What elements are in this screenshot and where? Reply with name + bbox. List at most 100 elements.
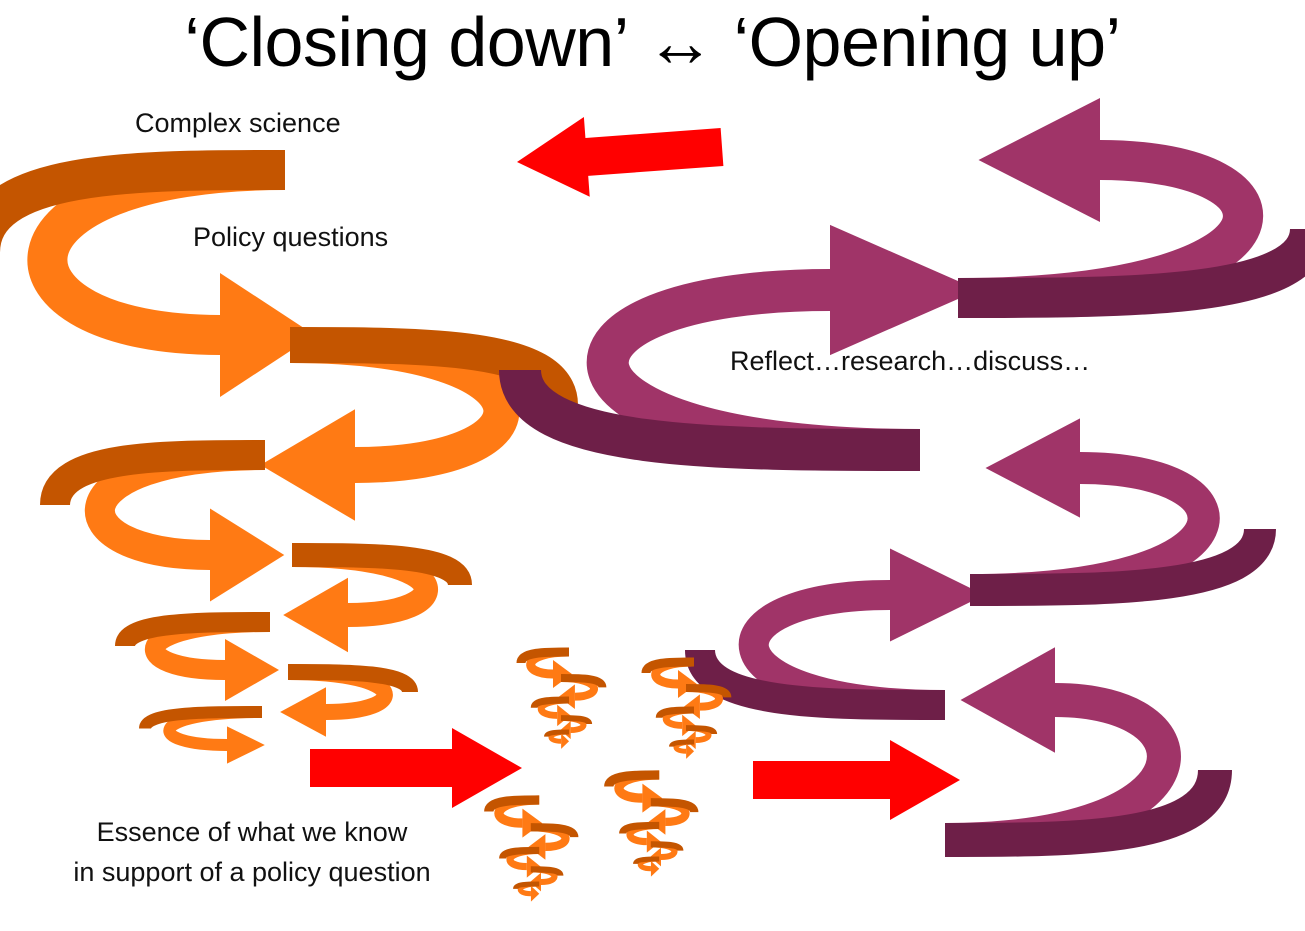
mini-spiral-loop-arrowhead (522, 808, 543, 838)
mini-spiral-loop-ribbon-back (530, 823, 579, 839)
purple-spiral-loop-arrowhead (960, 647, 1055, 753)
mini-spiral-loop-ribbon-back (669, 739, 695, 748)
mini-spiral-loop (530, 696, 571, 727)
mini-spiral-loop (604, 770, 663, 813)
mini-spiral-loop-arrowhead (530, 885, 540, 902)
mini-spiral-loop (633, 856, 660, 877)
mini-spiral-loop-arrowhead (686, 743, 695, 759)
mini-spiral (484, 795, 579, 902)
orange-spiral-loop-arrowhead (225, 639, 279, 701)
opening-up-spiral (499, 98, 1305, 857)
orange-spiral-loop-arrowhead (260, 409, 355, 521)
orange-spiral-loop (283, 543, 472, 653)
mini-spiral-loop-ribbon-back (530, 696, 570, 709)
purple-spiral-loop-ribbon-back (969, 527, 1276, 606)
bottom-right-arrow-shape (753, 740, 960, 820)
orange-spiral-loop-ribbon-back (289, 327, 578, 408)
policy-questions-label: Policy questions (193, 222, 389, 252)
orange-spiral-loop-ribbon-back (40, 440, 266, 507)
essence-label-line1: Essence of what we know (96, 817, 408, 847)
slide-title: ‘Closing down’ ↔ ‘Opening up’ (184, 3, 1121, 81)
mini-spiral-loop-ribbon-back (516, 647, 570, 665)
closing-down-spiral (0, 150, 578, 764)
mini-spiral-loop (544, 729, 570, 749)
mini-spiral-loop (528, 823, 579, 860)
orange-spiral-loop-ribbon-back (139, 706, 263, 731)
mini-spiral-loop-ribbon-back (619, 821, 660, 835)
orange-spiral-loop (0, 150, 315, 397)
mini-spiral-loop (683, 684, 732, 720)
multiple-small-spirals (484, 647, 732, 902)
mini-spiral-loop-ribbon-back (560, 715, 593, 725)
orange-spiral-loop (115, 612, 279, 701)
mini-spiral-loop-arrowhead (642, 783, 663, 813)
mini-spiral-loop-ribbon-back (499, 846, 540, 860)
top-left-arrow-shape (516, 116, 724, 197)
mini-spiral-loop (513, 881, 540, 902)
mini-spiral-loop-ribbon-back (650, 841, 684, 852)
orange-spiral-loop-arrowhead (227, 726, 265, 764)
purple-spiral-loop (685, 548, 985, 720)
orange-spiral-loop-arrowhead (210, 508, 285, 602)
purple-spiral-loop-arrowhead (890, 548, 985, 642)
purple-spiral-loop-ribbon-back (944, 768, 1232, 857)
orange-spiral-loop-ribbon-back (291, 543, 472, 588)
flow-arrows (310, 116, 960, 820)
mini-spiral (516, 647, 607, 749)
mini-spiral-loop (619, 821, 661, 853)
mini-spiral-loop-ribbon-back (633, 856, 660, 865)
reflect-research-discuss-label: Reflect…research…discuss… (730, 346, 1091, 376)
mini-spiral-loop-arrowhead (650, 860, 660, 877)
purple-spiral-loop-arrowhead (830, 224, 979, 356)
mini-spiral-loop (685, 725, 718, 750)
mini-spiral-loop-ribbon-back (641, 657, 695, 675)
mini-spiral-loop-ribbon-back (650, 798, 699, 814)
orange-spiral-loop-ribbon-back (287, 664, 418, 695)
mini-spiral-loop (499, 846, 541, 878)
mini-spiral-loop (669, 739, 695, 759)
orange-spiral-loop-ribbon-back (0, 150, 286, 254)
mini-spiral (604, 770, 699, 877)
essence-label-line2: in support of a policy question (73, 857, 431, 887)
bottom-middle-arrow-shape (310, 728, 522, 808)
mini-spiral-loop-arrowhead (678, 670, 697, 698)
purple-spiral-loop (957, 98, 1305, 318)
mini-spiral-loop-ribbon-back (560, 674, 607, 689)
purple-spiral-loop-ribbon-back (957, 226, 1305, 318)
purple-spiral-loop (969, 418, 1276, 606)
mini-spiral-loop-ribbon-back (655, 706, 695, 719)
mini-spiral-loop-ribbon-back (544, 729, 570, 738)
mini-spiral-loop (648, 798, 699, 835)
bottom-middle-arrow (310, 728, 522, 808)
mini-spiral-loop-ribbon-back (513, 881, 540, 890)
purple-spiral-loop-ribbon-back (499, 367, 921, 471)
mini-spiral-loop-arrowhead (553, 660, 572, 688)
essence-label: Essence of what we know in support of a … (22, 812, 482, 892)
mini-spiral-loop (558, 674, 607, 710)
purple-spiral-loop-arrowhead (978, 98, 1100, 222)
orange-spiral-loop (280, 664, 418, 737)
purple-spiral-loop-ribbon-back (685, 648, 946, 720)
mini-spiral-loop-ribbon-back (604, 770, 660, 788)
bottom-right-arrow (753, 740, 960, 820)
orange-spiral-loop-arrowhead (280, 687, 326, 737)
purple-spiral-loop-arrowhead (985, 418, 1080, 518)
mini-spiral-loop (560, 715, 593, 740)
orange-spiral-loop-arrowhead (283, 577, 348, 653)
complex-science-label: Complex science (135, 108, 341, 138)
orange-spiral-loop (40, 440, 285, 602)
orange-spiral-loop (139, 706, 265, 764)
mini-spiral-loop-ribbon-back (530, 866, 564, 877)
mini-spiral-loop (655, 706, 696, 737)
top-left-arrow (516, 116, 724, 197)
orange-spiral-loop-ribbon-back (115, 612, 271, 649)
mini-spiral-loop (641, 657, 697, 698)
mini-spiral-loop (484, 795, 543, 838)
purple-spiral-loop (944, 647, 1232, 857)
mini-spiral-loop (516, 647, 572, 688)
mini-spiral (641, 657, 732, 759)
mini-spiral-loop (650, 841, 684, 867)
mini-spiral-loop-ribbon-back (484, 795, 540, 813)
mini-spiral-loop-arrowhead (561, 733, 570, 749)
